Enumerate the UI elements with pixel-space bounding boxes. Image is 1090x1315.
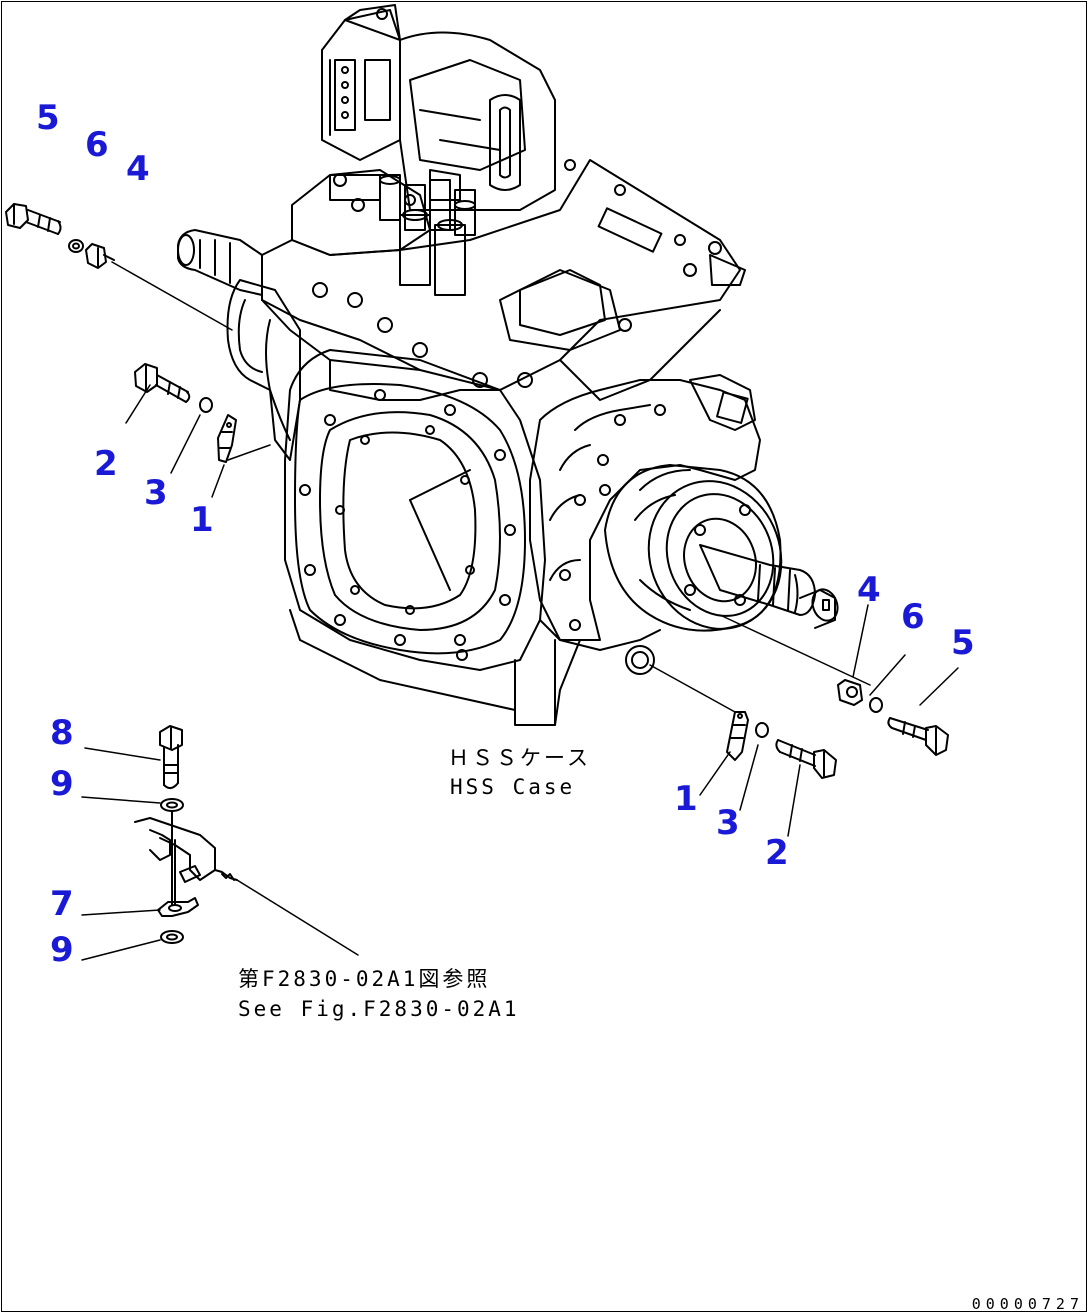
input-shaft-left: [177, 229, 301, 461]
callout-8: 8: [50, 713, 74, 753]
callout-9-upper: 9: [50, 764, 74, 804]
front-flange: [284, 349, 546, 671]
nut-4-left: [85, 243, 115, 269]
leader-lines: [81, 261, 959, 961]
callout-2-right: 2: [765, 833, 789, 873]
document-number: 00000727: [971, 1295, 1084, 1313]
case-label-en: HSS Case: [450, 775, 576, 799]
callout-4-upper-left: 4: [126, 149, 150, 189]
callout-1-left: 1: [190, 500, 214, 540]
washer-6-left: [68, 239, 84, 253]
top-motor-assembly: [321, 4, 556, 211]
housing-lower-body: [289, 609, 661, 726]
nut-4-right: [837, 679, 863, 706]
callout-5-upper-left: 5: [36, 98, 60, 138]
reference-note-jp: 第F2830-02A1図参照: [238, 967, 491, 991]
valve-cluster: [291, 169, 476, 296]
bolt-8: [159, 725, 183, 789]
reference-note-en: See Fig.F2830-02A1: [238, 997, 520, 1021]
washer-9-upper: [160, 798, 184, 812]
bolt-5-right: [887, 717, 949, 756]
callout-3-right: 3: [716, 803, 740, 843]
callout-2-left: 2: [94, 444, 118, 484]
washer-3-left: [199, 397, 213, 413]
bolt-2-left: [134, 363, 191, 403]
right-gear-housing: [529, 374, 761, 641]
callout-9-lower: 9: [50, 930, 74, 970]
bolt-2-right: [775, 739, 837, 779]
clip-1-right: [726, 711, 749, 761]
clamp-7: [157, 897, 199, 917]
bolt-5-left: [5, 203, 62, 235]
housing-upper-deck: [261, 159, 746, 401]
callout-6-upper-left: 6: [85, 125, 109, 165]
callout-3-left: 3: [144, 473, 168, 513]
callout-1-right: 1: [674, 779, 698, 819]
washer-9-lower: [160, 930, 184, 944]
callout-5-right: 5: [951, 623, 975, 663]
callout-4-right: 4: [857, 570, 881, 610]
case-label-jp: ＨＳＳケース: [448, 746, 591, 770]
output-drum: [604, 464, 839, 632]
callout-7: 7: [50, 884, 74, 924]
callout-6-right: 6: [901, 597, 925, 637]
washer-6-right: [869, 697, 883, 713]
bracket-assembly: [134, 811, 238, 906]
washer-3-right: [755, 722, 769, 738]
clip-1-left: [217, 414, 237, 463]
